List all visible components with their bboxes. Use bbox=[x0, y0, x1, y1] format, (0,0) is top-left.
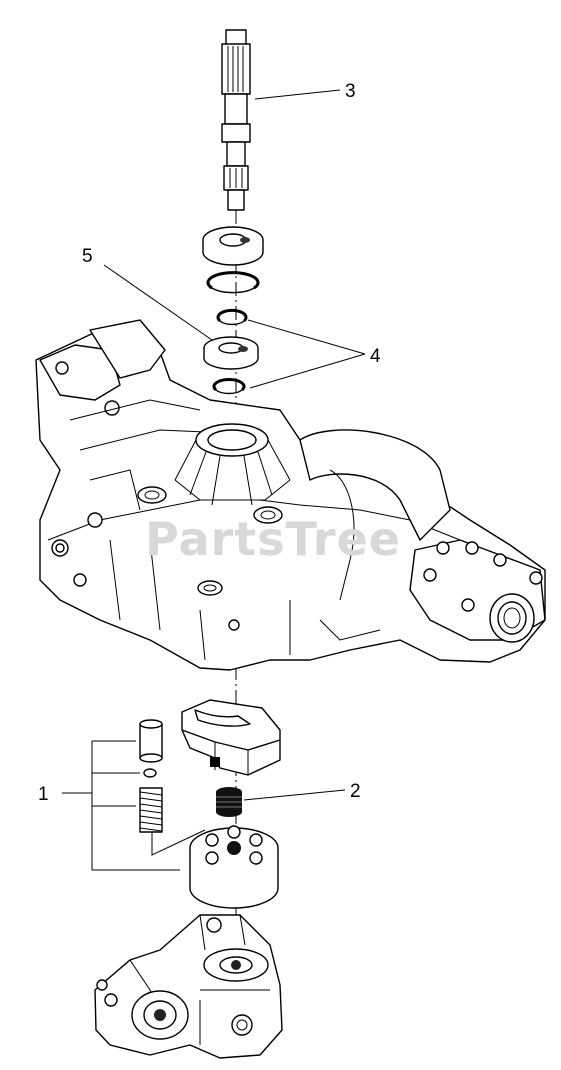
leader-line-4a bbox=[247, 319, 366, 355]
part-1-check-ball[interactable] bbox=[143, 768, 157, 778]
transmission-housing bbox=[35, 319, 546, 671]
leader-bracket-1 bbox=[62, 740, 206, 871]
center-section bbox=[94, 914, 283, 1059]
part-3-shaft[interactable] bbox=[221, 29, 251, 211]
leader-line-3 bbox=[254, 89, 341, 100]
part-2-spring[interactable] bbox=[216, 787, 242, 817]
callout-3[interactable]: 3 bbox=[345, 81, 356, 102]
part-4-retaining-ring-upper[interactable] bbox=[216, 308, 248, 326]
part-4-retaining-ring-lower[interactable] bbox=[212, 378, 246, 395]
part-1-piston[interactable] bbox=[139, 719, 163, 763]
leader-line-2 bbox=[243, 789, 346, 801]
leader-line-4b bbox=[249, 353, 366, 389]
callout-5[interactable]: 5 bbox=[82, 246, 93, 267]
part-5-bearing[interactable] bbox=[203, 336, 259, 370]
watermark-text: PartsTree bbox=[145, 512, 401, 566]
leader-line-5 bbox=[103, 264, 213, 341]
callout-4[interactable]: 4 bbox=[370, 346, 381, 367]
cylinder-block[interactable] bbox=[189, 825, 279, 909]
swashplate[interactable] bbox=[181, 699, 281, 776]
part-1-spring[interactable] bbox=[139, 787, 163, 833]
snap-ring-large[interactable] bbox=[206, 271, 260, 294]
callout-2[interactable]: 2 bbox=[350, 781, 361, 802]
upper-bearing[interactable] bbox=[202, 226, 264, 266]
callout-1[interactable]: 1 bbox=[38, 784, 49, 805]
